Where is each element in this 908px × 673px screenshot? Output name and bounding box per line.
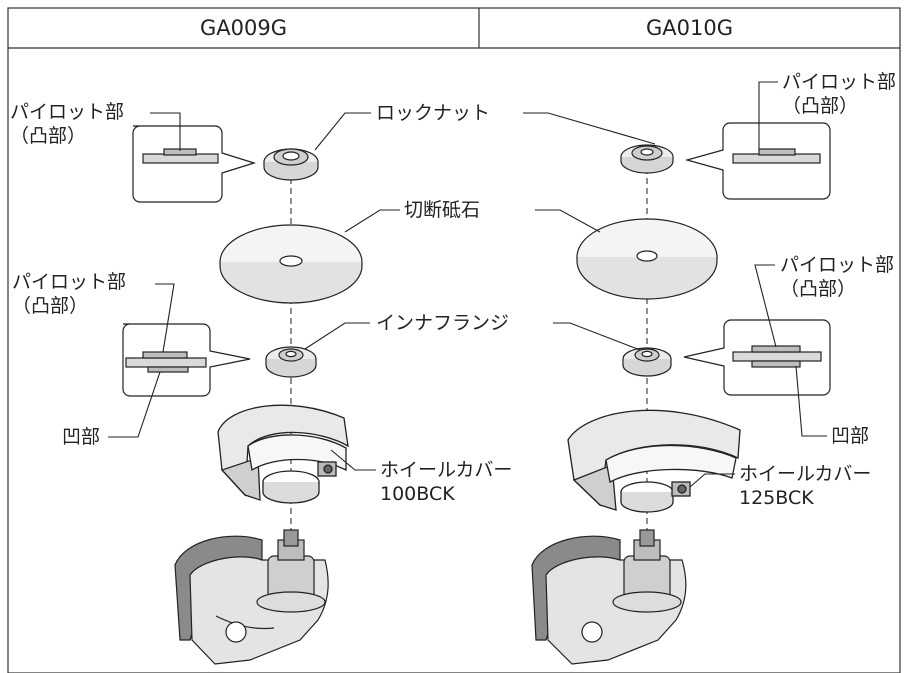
label-pilot-mid-left: パイロット部 （凸部） <box>12 270 126 318</box>
grinder-body-right <box>532 530 686 664</box>
cutting-disc-left <box>220 225 362 303</box>
pilot-inset-mid-left <box>123 324 250 396</box>
pilot-inset-top-left <box>133 126 254 202</box>
label-recess-left: 凹部 <box>62 425 100 449</box>
wheel-cover-right <box>568 410 740 512</box>
lock-nut-left <box>264 149 318 180</box>
grinder-body-left <box>175 530 328 664</box>
inner-flange-left <box>266 347 316 377</box>
model-header-right: GA010G <box>479 8 900 48</box>
label-pilot-mid-right: パイロット部 （凸部） <box>780 253 894 301</box>
lock-nut-right <box>621 145 673 173</box>
label-pilot-top-right: パイロット部 （凸部） <box>782 70 896 118</box>
model-header-left: GA009G <box>8 8 479 48</box>
label-cutting-disc: 切断砥石 <box>404 198 480 222</box>
label-wheel-cover-right: ホイールカバー 125BCK <box>739 462 871 510</box>
label-inner-flange: インナフランジ <box>376 311 509 335</box>
label-recess-right: 凹部 <box>831 424 869 448</box>
wheel-cover-left <box>218 405 348 503</box>
inner-flange-right <box>623 348 671 376</box>
label-wheel-cover-left: ホイールカバー 100BCK <box>380 458 512 506</box>
label-lock-nut: ロックナット <box>376 101 490 125</box>
pilot-inset-mid-right <box>684 320 830 395</box>
label-pilot-top-left: パイロット部 （凸部） <box>10 100 124 148</box>
